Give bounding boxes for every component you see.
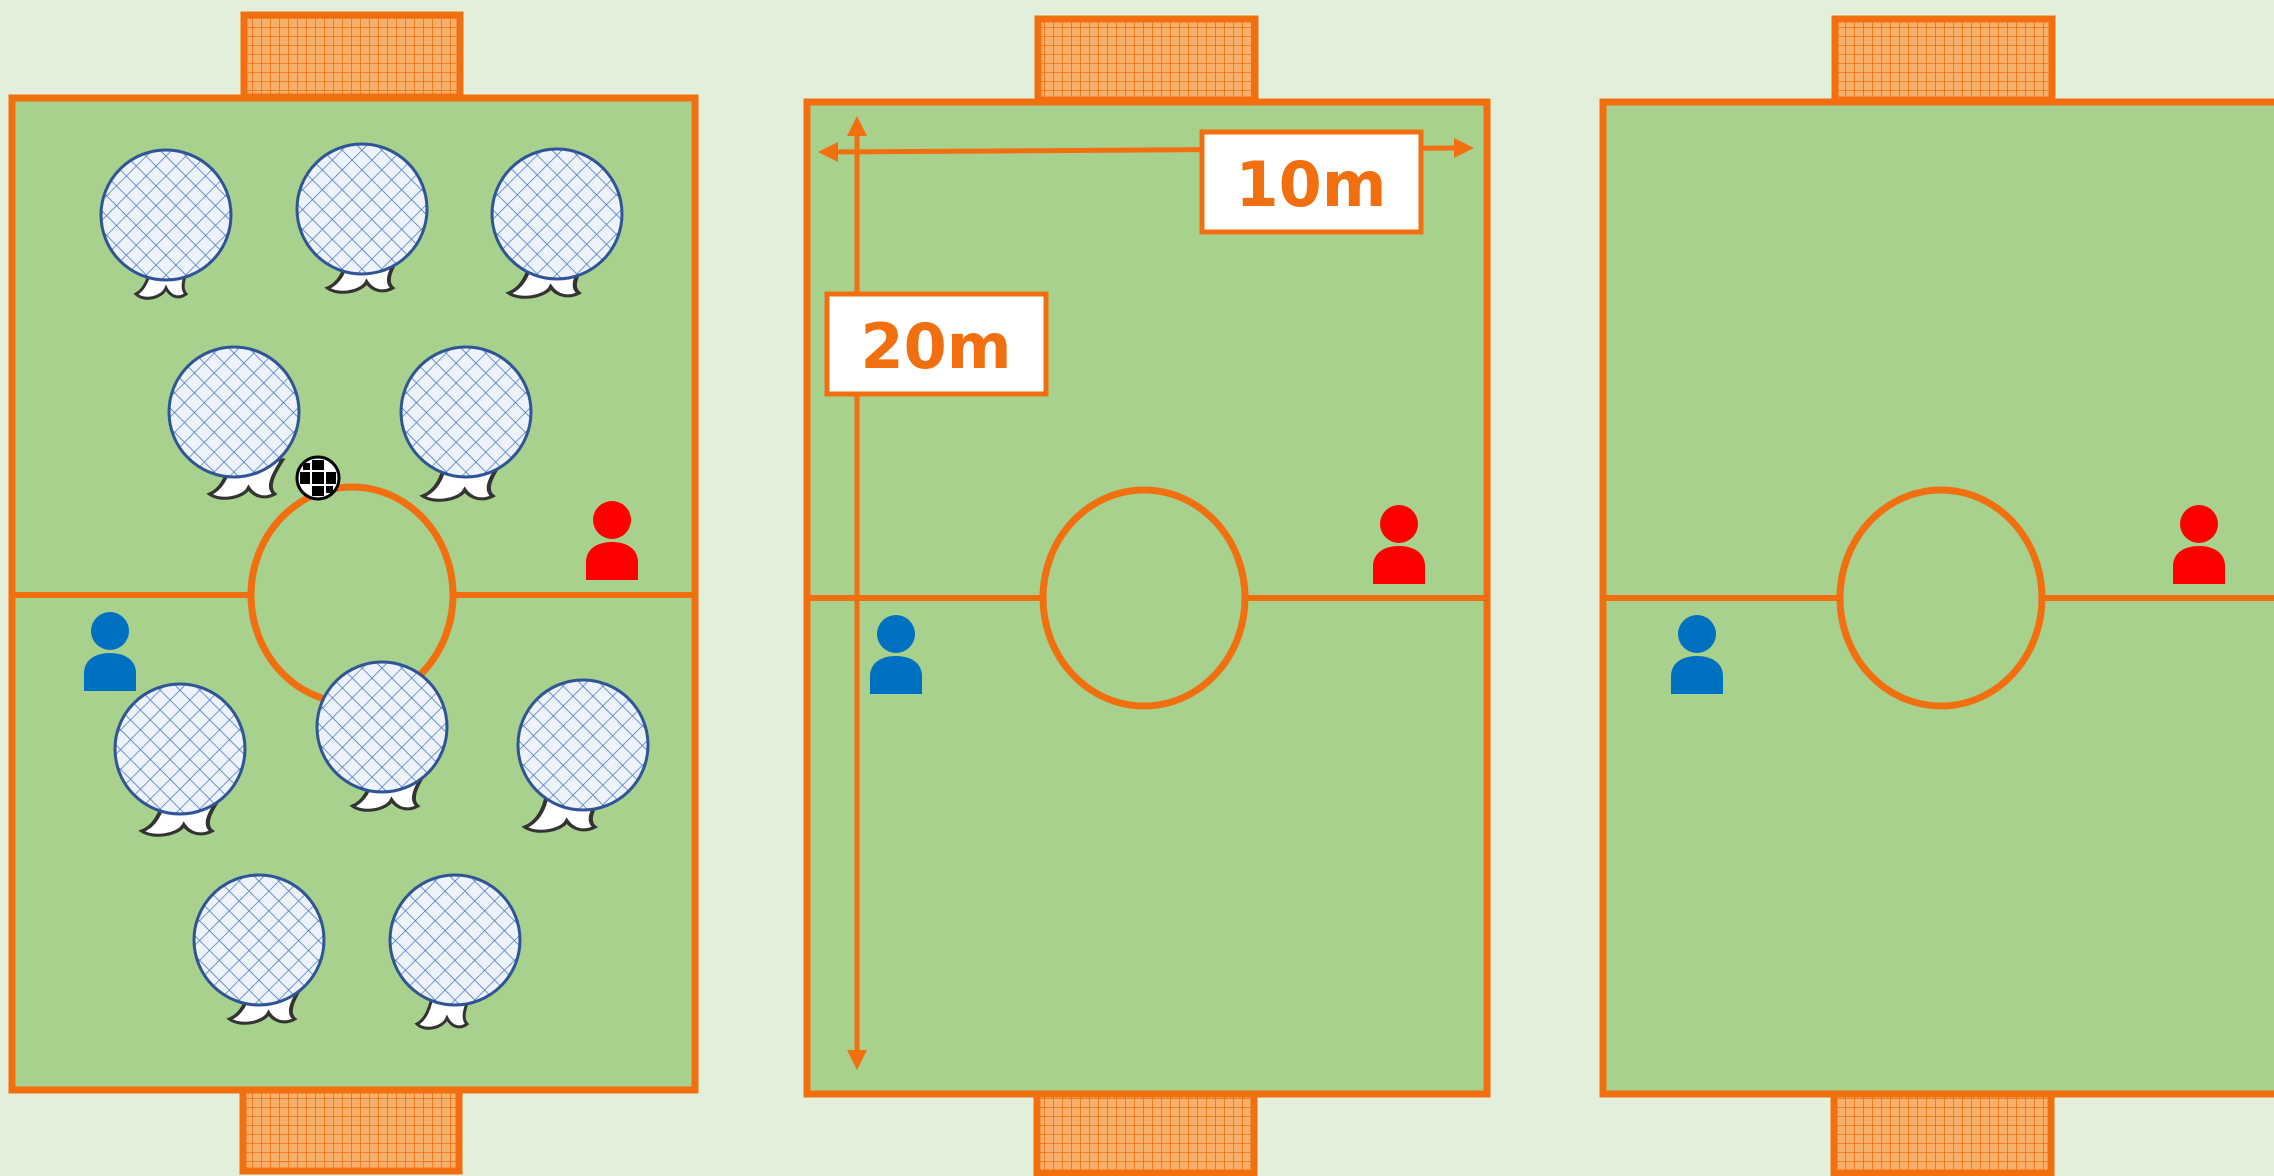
goal-top — [1835, 19, 2052, 100]
goal-top — [1038, 19, 1255, 100]
field-3 — [1603, 19, 2274, 1173]
goal-bottom — [243, 1087, 459, 1171]
field-1 — [12, 15, 695, 1171]
width-label-box: 10m — [1202, 132, 1421, 232]
center-circle — [1043, 490, 1245, 706]
width-label: 10m — [1236, 148, 1387, 221]
soccer-ball-icon — [297, 457, 339, 499]
field-2: 10m 20m — [807, 19, 1487, 1173]
goal-bottom — [1037, 1091, 1254, 1173]
length-label-box: 20m — [827, 294, 1046, 394]
goal-bottom — [1834, 1091, 2051, 1173]
length-label: 20m — [861, 310, 1012, 383]
center-circle — [1840, 490, 2042, 706]
goal-top — [244, 15, 460, 97]
